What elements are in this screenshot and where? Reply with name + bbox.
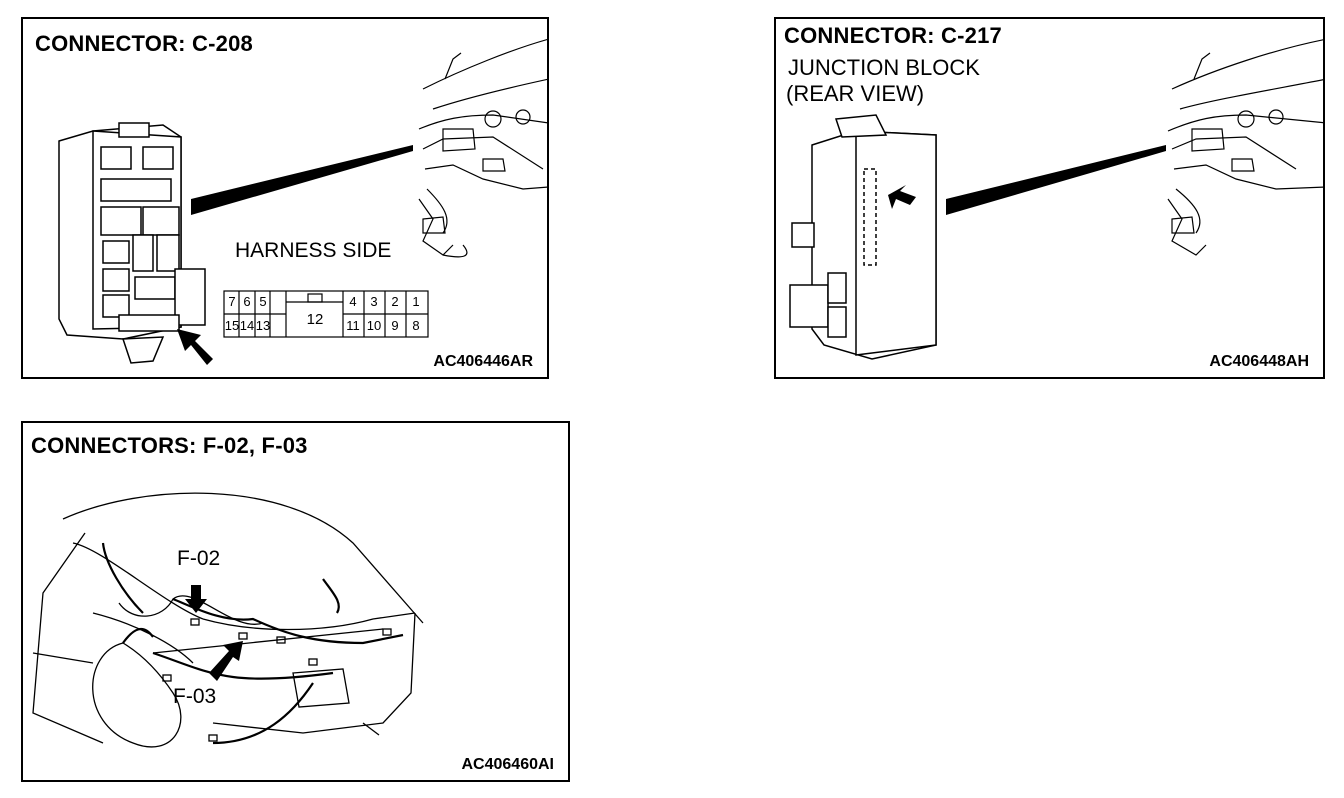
f03-label: F-03	[173, 685, 217, 708]
connectors-f02-f03-panel: CONNECTORS: F-02, F-03 F-02 F-03 AC40646…	[21, 421, 570, 782]
pin-face-diagram	[223, 290, 429, 338]
pin-14: 14	[239, 318, 255, 333]
panel-title: CONNECTOR: C-208	[35, 31, 253, 56]
pin-15: 15	[224, 318, 240, 333]
pin-1: 1	[412, 294, 420, 309]
pin-7: 7	[228, 294, 236, 309]
pin-6: 6	[243, 294, 251, 309]
junction-box-illustration	[58, 38, 547, 365]
pin-12: 12	[306, 311, 324, 328]
pin-9: 9	[391, 318, 399, 333]
pin-4: 4	[349, 294, 357, 309]
pin-11: 11	[346, 318, 360, 333]
panel-title: CONNECTOR: C-217	[784, 23, 1002, 48]
pin-5: 5	[259, 294, 267, 309]
panel-title: CONNECTORS: F-02, F-03	[31, 433, 308, 458]
pin-10: 10	[366, 318, 382, 333]
vehicle-rear-illustration	[32, 492, 424, 748]
figure-code: AC406460AI	[461, 756, 555, 773]
connector-c217-panel: CONNECTOR: C-217 JUNCTION BLOCK (REAR VI…	[774, 17, 1325, 379]
junction-block-illustration	[789, 39, 1323, 360]
connector-c208-panel: CONNECTOR: C-208 HARNESS SIDE 7 6 5 4 3 …	[21, 17, 549, 379]
pin-3: 3	[370, 294, 378, 309]
pin-2: 2	[391, 294, 399, 309]
pin-13: 13	[255, 318, 271, 333]
pin-8: 8	[412, 318, 420, 333]
figure-code: AC406446AR	[433, 353, 533, 370]
figure-code: AC406448AH	[1209, 353, 1309, 370]
rear-view-label: (REAR VIEW)	[786, 81, 925, 106]
f02-label: F-02	[177, 547, 221, 570]
harness-side-label: HARNESS SIDE	[235, 239, 392, 262]
junction-block-label: JUNCTION BLOCK	[788, 55, 980, 80]
